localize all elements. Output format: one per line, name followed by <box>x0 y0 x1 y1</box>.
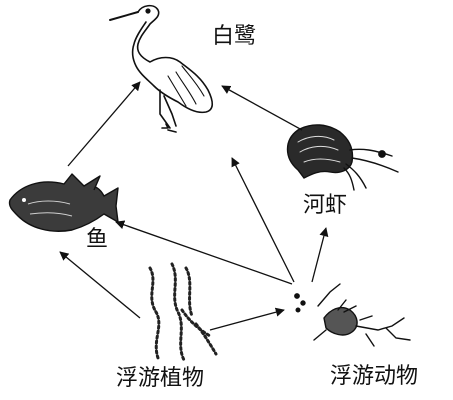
label-phytoplankton: 浮游植物 <box>116 366 205 391</box>
label-zooplankton: 浮游动物 <box>330 364 419 389</box>
arrow-shrimp-to-egret <box>221 85 303 131</box>
arrow-phytoplankton-to-zooplankton <box>209 307 285 331</box>
arrow-zooplankton-to-shrimp <box>311 227 329 283</box>
egret-icon <box>109 4 214 133</box>
phytoplankton-icon <box>148 262 218 362</box>
shrimp-icon <box>286 124 399 191</box>
label-fish: 鱼 <box>86 227 109 252</box>
label-egret: 白鹭 <box>212 24 257 49</box>
arrow-zooplankton-to-fish <box>115 220 293 285</box>
arrows <box>59 81 329 331</box>
fish-icon <box>8 173 119 232</box>
label-shrimp: 河虾 <box>303 193 348 218</box>
arrow-fish-to-egret <box>67 81 141 167</box>
arrow-phytoplankton-to-fish <box>59 251 141 319</box>
arrow-zooplankton-to-egret <box>231 157 295 283</box>
zooplankton-icon <box>294 283 411 347</box>
